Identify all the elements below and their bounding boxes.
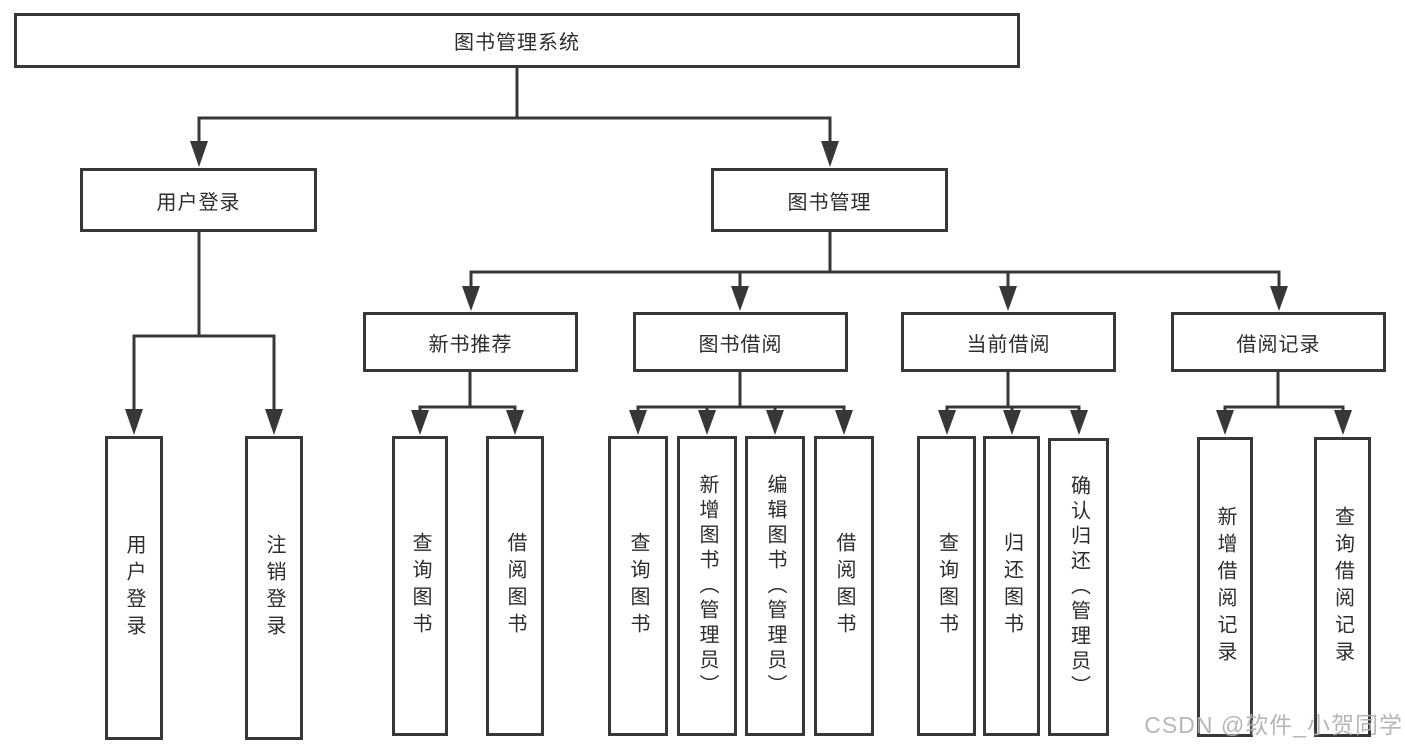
node-user-login: 用户登录 xyxy=(80,168,317,232)
node-current-borrow: 当前借阅 xyxy=(901,312,1116,372)
node-label: 确认归还（管理员） xyxy=(1067,474,1090,700)
csdn-watermark: CSDN @软件_小贺同学 xyxy=(1144,712,1403,738)
node-label: 图书管理 xyxy=(787,191,872,214)
leaf-return-books: 归还图书 xyxy=(983,436,1040,736)
node-borrow-records: 借阅记录 xyxy=(1171,312,1386,372)
leaf-edit-book-admin: 编辑图书（管理员） xyxy=(745,436,805,736)
node-label: 借阅图书 xyxy=(833,532,855,640)
node-label: 注销登录 xyxy=(263,534,285,642)
leaf-borrow-books-recommend: 借阅图书 xyxy=(486,436,544,736)
node-label: 新增图书（管理员） xyxy=(696,473,718,699)
node-label: 查询图书 xyxy=(627,532,649,640)
node-label: 新书推荐 xyxy=(428,333,513,356)
leaf-confirm-return-admin: 确认归还（管理员） xyxy=(1048,438,1109,736)
connector-user-login xyxy=(132,232,276,412)
connector-book-management xyxy=(469,232,1281,290)
leaf-user-login: 用户登录 xyxy=(105,436,163,740)
node-label: 借阅记录 xyxy=(1236,333,1321,356)
connector-borrow-record xyxy=(1223,372,1345,415)
node-label: 新增借阅记录 xyxy=(1214,506,1236,668)
connector-root xyxy=(197,66,832,144)
node-label: 图书管理系统 xyxy=(454,32,580,54)
node-label: 查询图书 xyxy=(935,532,958,640)
connector-book-borrow xyxy=(636,372,846,415)
leaf-query-books-current: 查询图书 xyxy=(917,436,976,736)
node-label: 归还图书 xyxy=(1000,532,1023,640)
leaf-add-borrow-record: 新增借阅记录 xyxy=(1197,437,1253,737)
node-label: 编辑图书（管理员） xyxy=(764,473,786,699)
leaf-logout-login: 注销登录 xyxy=(245,436,303,740)
connector-new-book xyxy=(418,372,517,415)
node-label: 查询图书 xyxy=(409,532,431,640)
arrowheads xyxy=(125,141,1352,435)
node-book-management: 图书管理 xyxy=(711,168,948,232)
node-label: 用户登录 xyxy=(156,191,241,214)
node-label: 用户登录 xyxy=(123,534,145,642)
leaf-query-borrow-record: 查询借阅记录 xyxy=(1314,437,1371,737)
node-label: 查询借阅记录 xyxy=(1331,506,1354,668)
node-root: 图书管理系统 xyxy=(14,13,1020,68)
node-label: 当前借阅 xyxy=(966,333,1051,356)
leaf-borrow-books: 借阅图书 xyxy=(814,436,874,736)
leaf-query-books-recommend: 查询图书 xyxy=(392,436,448,736)
node-label: 图书借阅 xyxy=(698,333,783,356)
node-book-borrow: 图书借阅 xyxy=(633,312,848,372)
connector-current-borrow xyxy=(945,372,1081,415)
node-label: 借阅图书 xyxy=(504,532,526,640)
leaf-query-books-borrow: 查询图书 xyxy=(608,436,668,736)
node-new-book-recommend: 新书推荐 xyxy=(363,312,578,372)
leaf-add-book-admin: 新增图书（管理员） xyxy=(677,436,737,736)
